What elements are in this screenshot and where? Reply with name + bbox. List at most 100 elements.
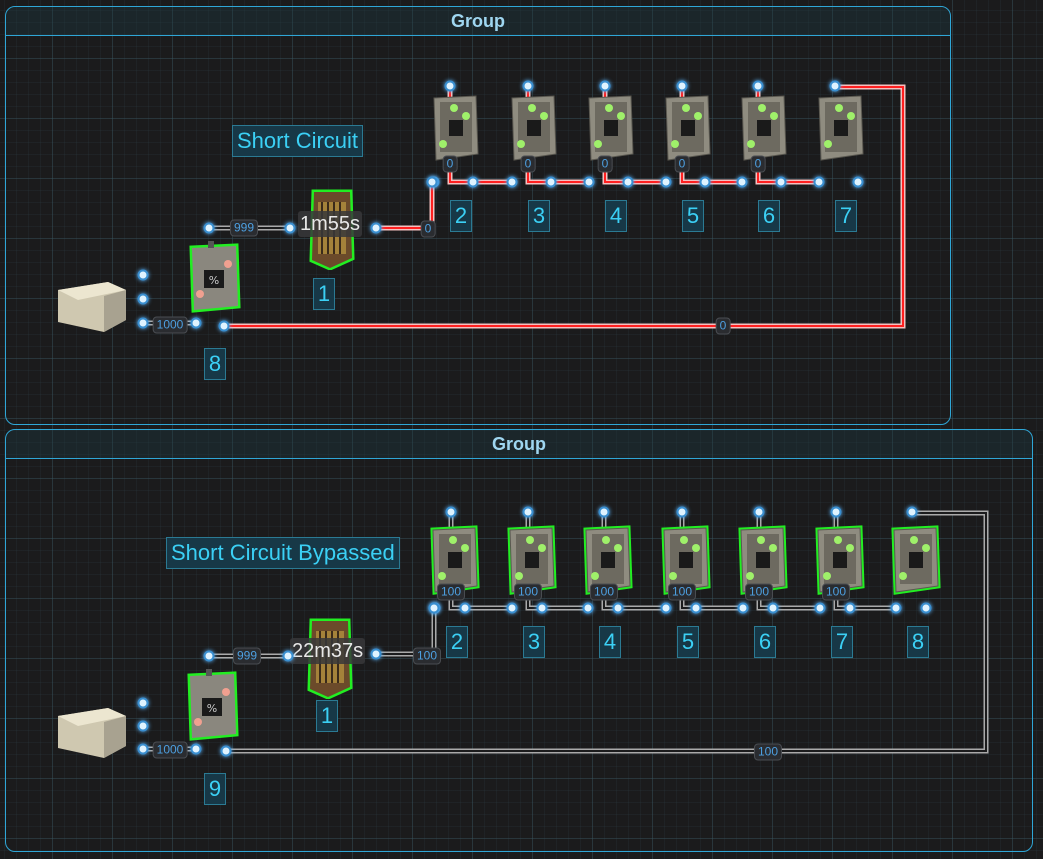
- port-handle[interactable]: [598, 506, 610, 518]
- electric-switch[interactable]: [660, 92, 714, 164]
- electric-switch[interactable]: [504, 524, 558, 596]
- port-handle[interactable]: [190, 743, 202, 755]
- electric-switch[interactable]: [658, 524, 712, 596]
- port-handle[interactable]: [582, 602, 594, 614]
- group-short-circuit-bypassed[interactable]: Group: [5, 429, 1033, 852]
- port-handle[interactable]: [137, 697, 149, 709]
- port-handle[interactable]: [753, 506, 765, 518]
- electric-switch[interactable]: [506, 92, 560, 164]
- port-handle[interactable]: [775, 176, 787, 188]
- port-handle[interactable]: [459, 602, 471, 614]
- battery[interactable]: [56, 706, 128, 762]
- port-handle[interactable]: [752, 80, 764, 92]
- electric-switch-icon: [507, 525, 557, 595]
- port-handle[interactable]: [444, 80, 456, 92]
- electric-switch[interactable]: [888, 524, 942, 596]
- return-wire-core: [226, 512, 987, 752]
- note-label[interactable]: Short Circuit Bypassed: [166, 537, 400, 569]
- wire-value-label: 100: [753, 743, 783, 761]
- port-handle[interactable]: [137, 317, 149, 329]
- port-handle[interactable]: [284, 222, 296, 234]
- port-handle[interactable]: [844, 602, 856, 614]
- port-handle[interactable]: [736, 176, 748, 188]
- node-number: 6: [754, 626, 776, 658]
- port-handle[interactable]: [137, 743, 149, 755]
- port-handle[interactable]: [545, 176, 557, 188]
- port-handle[interactable]: [852, 176, 864, 188]
- wire-value-label: 999: [229, 219, 259, 237]
- port-handle[interactable]: [660, 176, 672, 188]
- port-handle[interactable]: [660, 602, 672, 614]
- group-header[interactable]: Group: [6, 7, 950, 36]
- port-handle[interactable]: [370, 648, 382, 660]
- port-handle[interactable]: [829, 80, 841, 92]
- electric-switch[interactable]: [813, 92, 867, 164]
- port-handle[interactable]: [522, 506, 534, 518]
- port-handle[interactable]: [218, 320, 230, 332]
- wire-value-label: 100: [821, 583, 851, 601]
- splitter[interactable]: %: [186, 240, 242, 316]
- battery-icon: [58, 708, 126, 758]
- electric-switch[interactable]: [427, 524, 481, 596]
- port-handle[interactable]: [690, 602, 702, 614]
- port-handle[interactable]: [220, 745, 232, 757]
- electric-switch[interactable]: [812, 524, 866, 596]
- port-handle[interactable]: [583, 176, 595, 188]
- port-handle[interactable]: [767, 602, 779, 614]
- splitter-icon: %: [187, 669, 239, 741]
- port-handle[interactable]: [737, 602, 749, 614]
- port-handle[interactable]: [137, 720, 149, 732]
- port-handle[interactable]: [699, 176, 711, 188]
- port-handle[interactable]: [428, 602, 440, 614]
- wire-value-label: 999: [232, 647, 262, 665]
- port-handle[interactable]: [920, 602, 932, 614]
- port-handle[interactable]: [622, 176, 634, 188]
- electric-switch-icon: [583, 525, 633, 595]
- electric-switch-icon: [433, 95, 479, 161]
- port-handle[interactable]: [467, 176, 479, 188]
- port-handle[interactable]: [506, 602, 518, 614]
- port-handle[interactable]: [906, 506, 918, 518]
- port-handle[interactable]: [612, 602, 624, 614]
- port-handle[interactable]: [137, 293, 149, 305]
- electric-switch[interactable]: [583, 92, 637, 164]
- port-handle[interactable]: [522, 80, 534, 92]
- electric-switch[interactable]: [735, 524, 789, 596]
- port-handle[interactable]: [676, 506, 688, 518]
- node-number: 9: [204, 773, 226, 805]
- port-handle[interactable]: [830, 506, 842, 518]
- group-short-circuit[interactable]: Group: [5, 6, 951, 425]
- electric-switch-icon: [665, 95, 711, 161]
- electric-switch-icon: [511, 95, 557, 161]
- port-handle[interactable]: [203, 650, 215, 662]
- electric-switch[interactable]: [580, 524, 634, 596]
- port-handle[interactable]: [813, 176, 825, 188]
- port-handle[interactable]: [890, 602, 902, 614]
- splitter[interactable]: %: [184, 668, 240, 744]
- port-handle[interactable]: [137, 269, 149, 281]
- wire-value-label: 100: [667, 583, 697, 601]
- group-header[interactable]: Group: [6, 430, 1032, 459]
- port-handle[interactable]: [190, 317, 202, 329]
- port-handle[interactable]: [203, 222, 215, 234]
- node-number: 8: [907, 626, 929, 658]
- port-handle[interactable]: [506, 176, 518, 188]
- port-handle[interactable]: [814, 602, 826, 614]
- port-handle[interactable]: [445, 506, 457, 518]
- port-handle[interactable]: [536, 602, 548, 614]
- port-handle[interactable]: [282, 650, 294, 662]
- svg-text:%: %: [209, 274, 219, 287]
- port-handle[interactable]: [676, 80, 688, 92]
- splitter-icon: %: [189, 241, 241, 313]
- electric-switch-icon: [818, 95, 864, 161]
- wire-value-label: 100: [436, 583, 466, 601]
- wire-value-label: 0: [715, 317, 731, 335]
- port-handle[interactable]: [370, 222, 382, 234]
- note-label[interactable]: Short Circuit: [232, 125, 364, 157]
- electric-switch[interactable]: [428, 92, 482, 164]
- wire-value-label: 100: [589, 583, 619, 601]
- port-handle[interactable]: [599, 80, 611, 92]
- electric-switch[interactable]: [736, 92, 790, 164]
- battery[interactable]: [56, 280, 128, 336]
- port-handle[interactable]: [426, 176, 438, 188]
